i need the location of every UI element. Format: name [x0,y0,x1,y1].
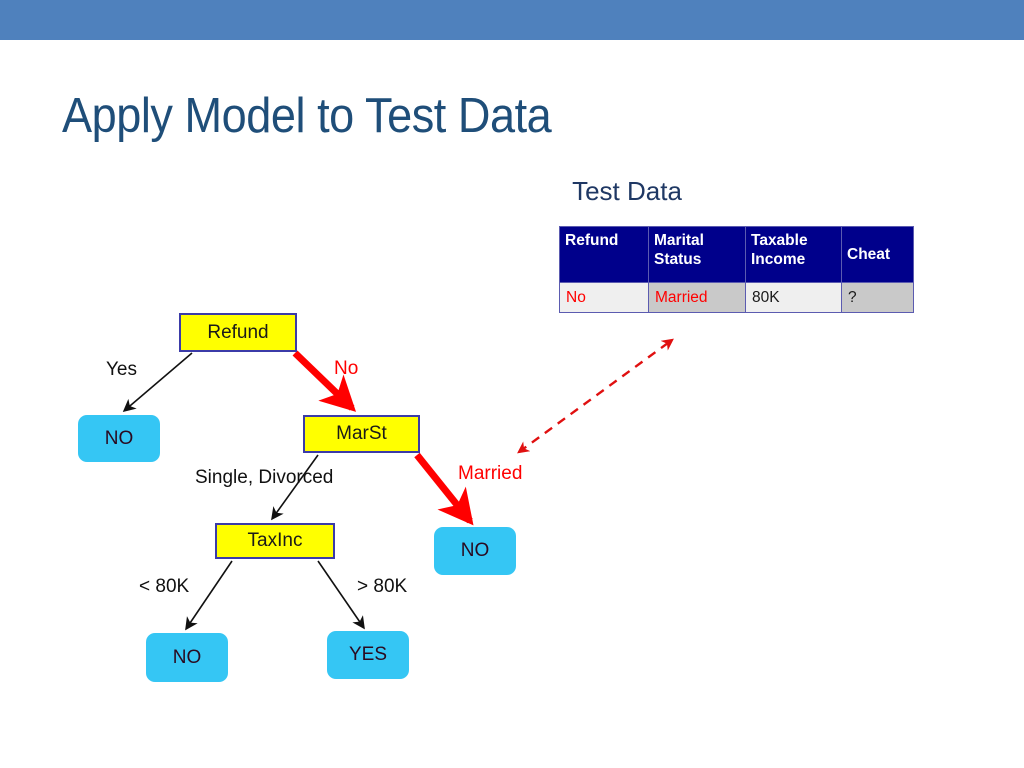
tree-leaf-no-yes-branch[interactable]: NO [78,415,160,462]
column-header-refund: Refund [559,226,649,283]
tree-node-refund[interactable]: Refund [179,313,297,352]
edge-label-lt-80k: < 80K [139,576,190,597]
column-header-taxable-income: Taxable Income [745,226,842,283]
column-header-marital-status: Marital Status [648,226,746,283]
table-header: Refund Marital Status Taxable Income Che… [559,226,914,283]
table-body: No Married 80K ? [559,282,914,313]
edge-label-yes: Yes [106,359,137,380]
edge-taxinc-lt80k [185,560,233,631]
test-data-caption: Test Data [572,176,682,206]
table-row: No Married 80K ? [559,282,914,313]
edge-label-married: Married [458,463,523,484]
cell-taxable-income: 80K [745,282,842,313]
page-title: Apply Model to Test Data [62,89,552,143]
tree-node-marst[interactable]: MarSt [303,415,420,453]
tree-leaf-no-married-branch[interactable]: NO [434,527,516,575]
edge-label-gt-80k: > 80K [357,576,408,597]
tree-leaf-yes-gt80k-branch[interactable]: YES [327,631,409,679]
edge-test-record-link [517,338,674,454]
edge-label-single-divorced: Single, Divorced [195,467,334,488]
cell-cheat: ? [841,282,914,313]
cell-refund: No [559,282,649,313]
table-header-row: Refund Marital Status Taxable Income Che… [559,226,914,283]
top-banner [0,0,1024,40]
edge-label-no: No [334,358,359,379]
cell-marital-status: Married [648,282,746,313]
test-data-table: Refund Marital Status Taxable Income Che… [559,226,914,313]
column-header-cheat: Cheat [841,226,914,283]
tree-leaf-no-lt80k-branch[interactable]: NO [146,633,228,682]
tree-node-taxinc[interactable]: TaxInc [215,523,335,559]
